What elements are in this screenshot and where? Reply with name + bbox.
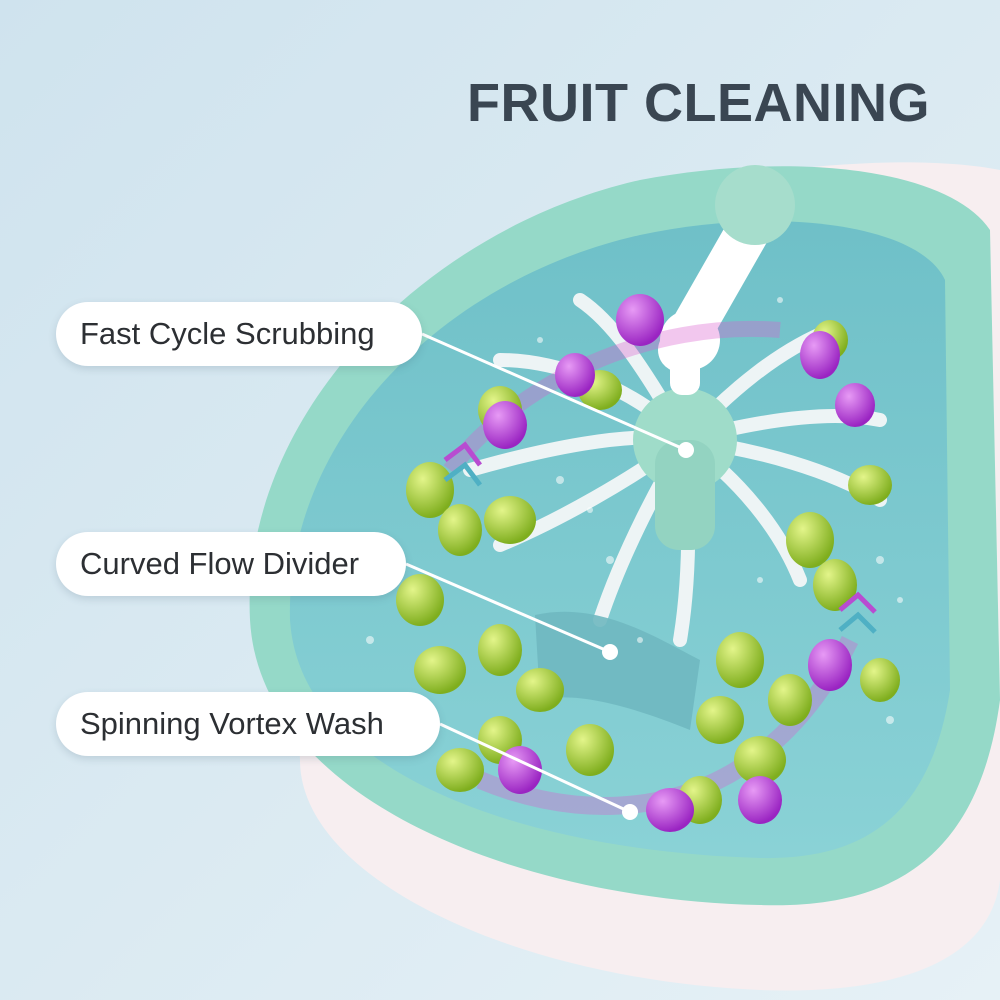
water-droplets [366, 297, 903, 724]
leader-dots [602, 442, 694, 820]
flow-divider [535, 611, 700, 730]
crank-knob [715, 165, 795, 245]
flow-chevrons-left [443, 441, 482, 487]
hub-column [655, 440, 715, 550]
crank-cap [660, 310, 720, 370]
callout-fast-cycle-scrubbing: Fast Cycle Scrubbing [56, 302, 422, 366]
flow-chevrons-right [838, 591, 877, 634]
callout-curved-flow-divider: Curved Flow Divider [56, 532, 406, 596]
callout-spinning-vortex-wash: Spinning Vortex Wash [56, 692, 440, 756]
leader-lines [405, 332, 687, 814]
vortex-arc-upper [443, 321, 781, 475]
page-title: FRUIT CLEANING [467, 73, 930, 133]
grapes-purple [483, 294, 875, 832]
